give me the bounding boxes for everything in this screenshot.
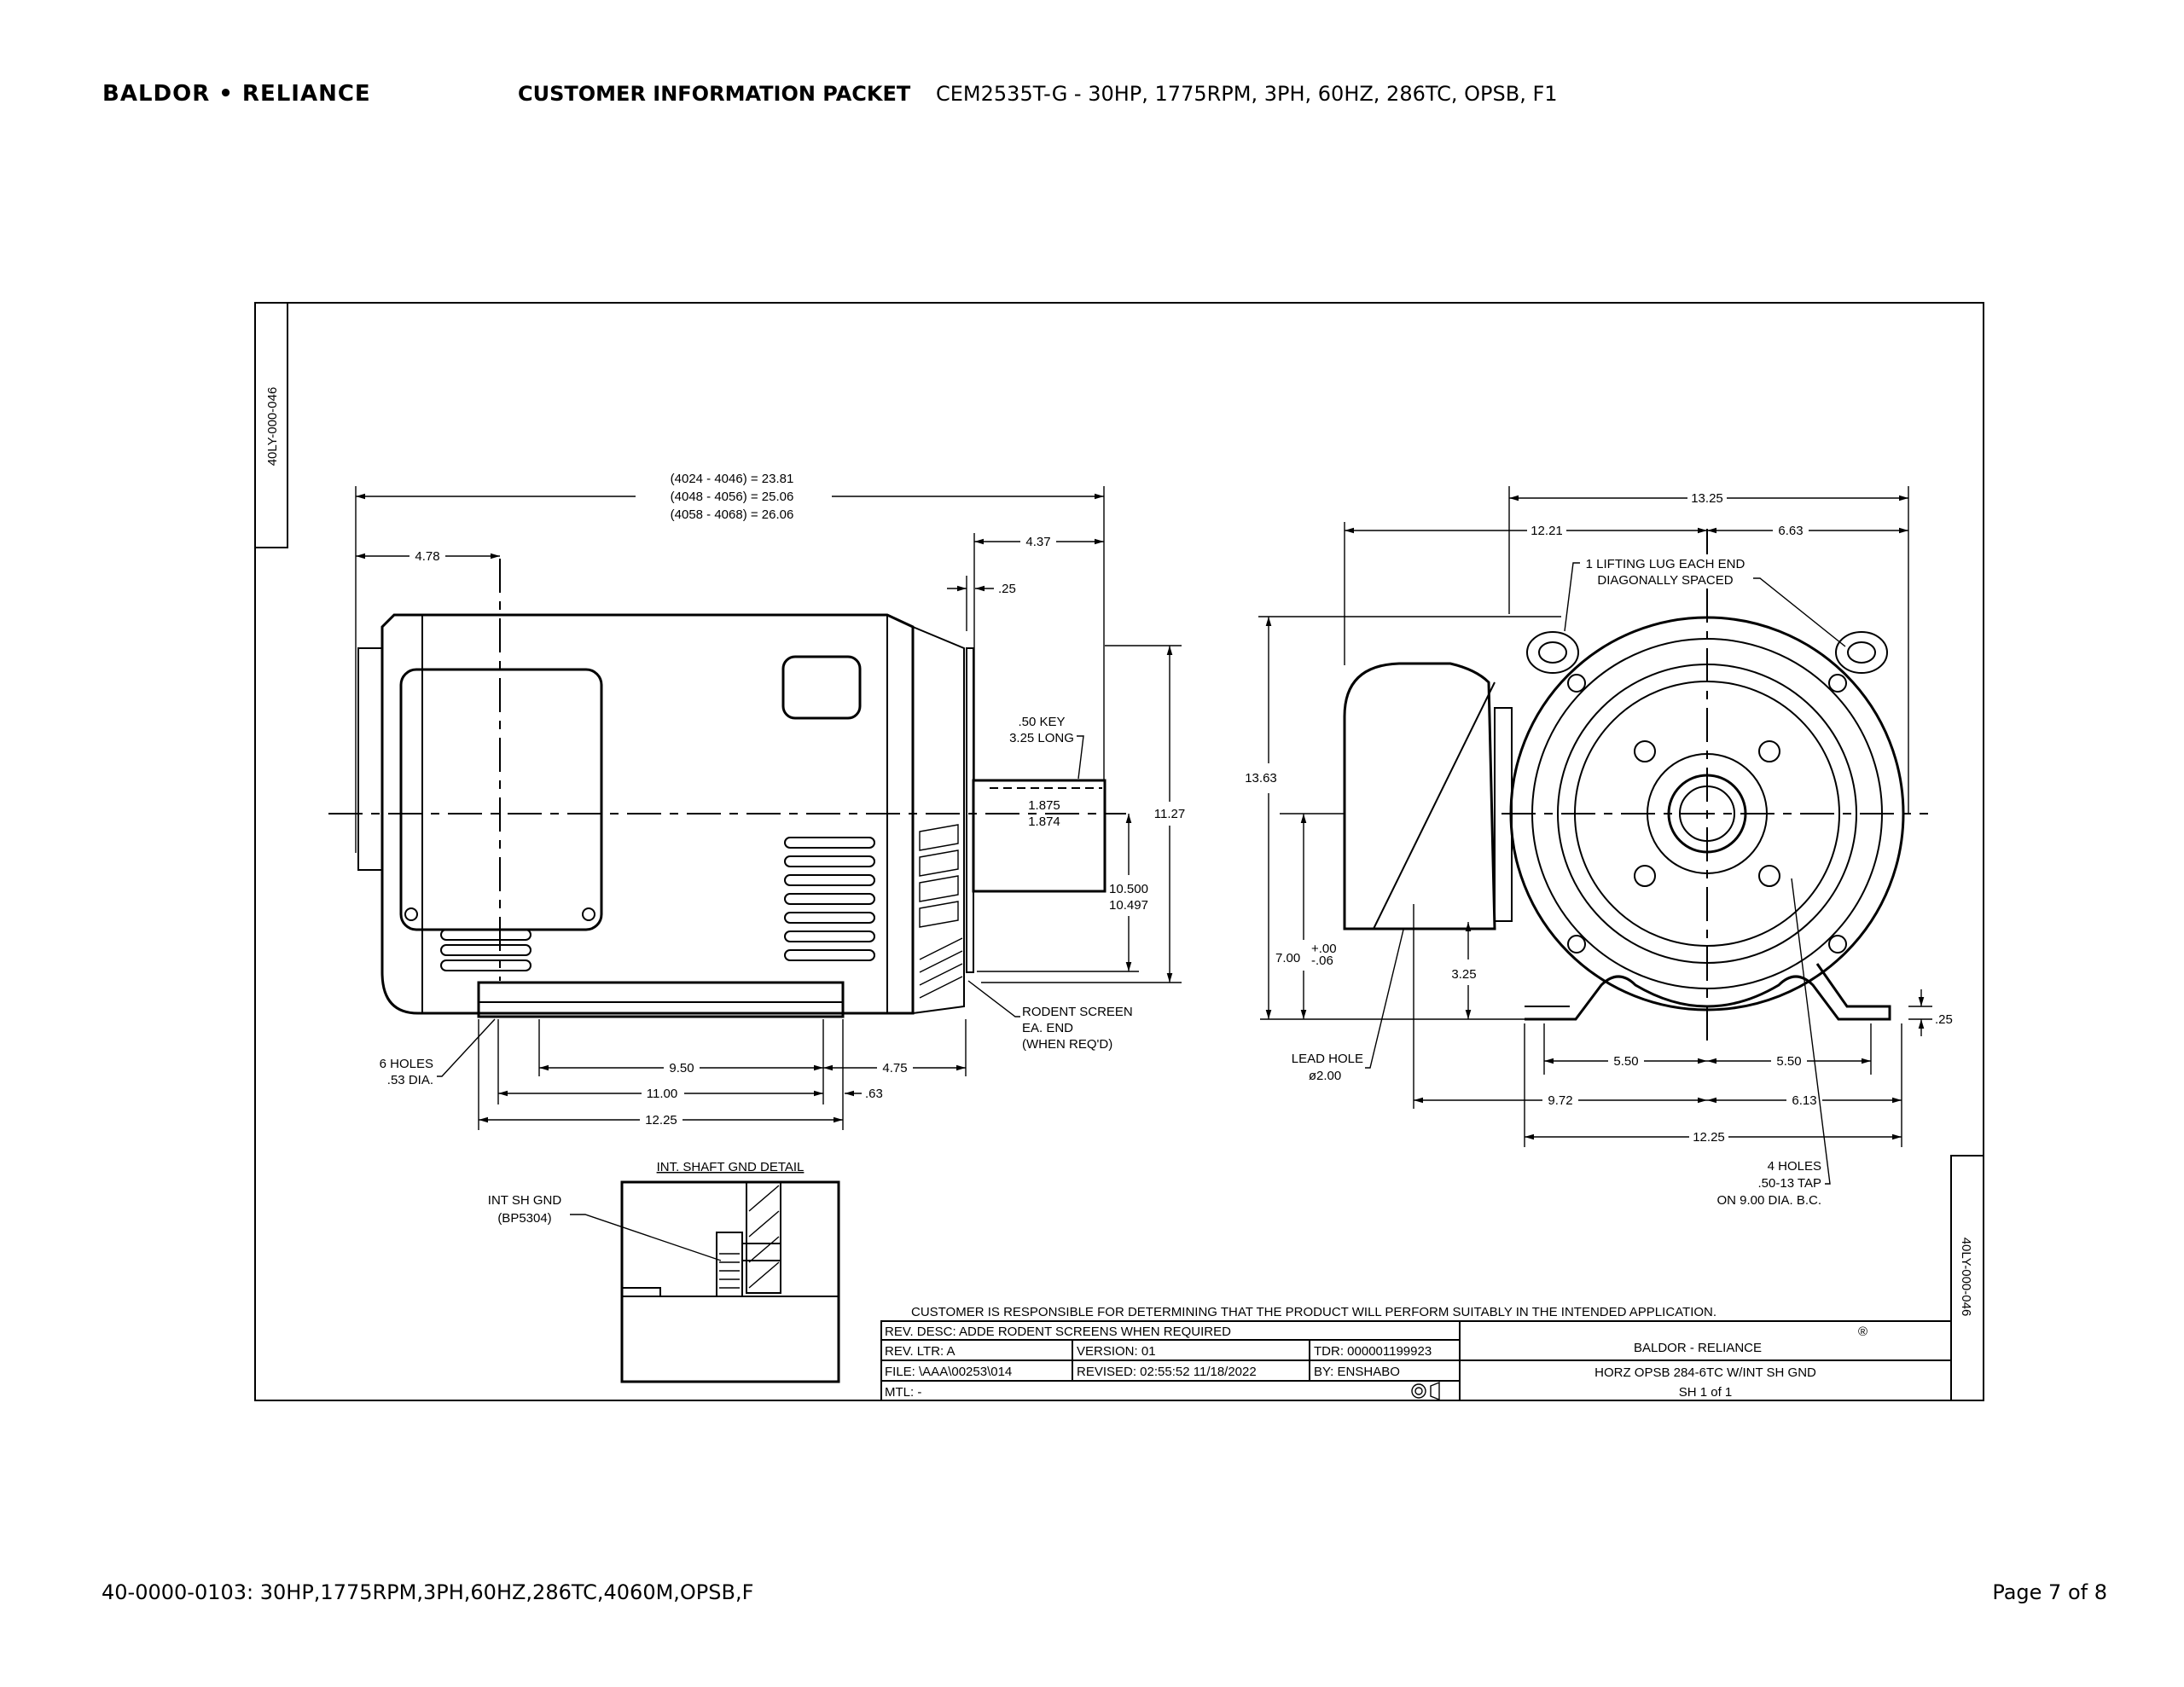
revised-date: REVISED: 02:55:52 11/18/2022: [1077, 1365, 1257, 1379]
rev-description: REV. DESC: ADDE RODENT SCREENS WHEN REQU…: [885, 1325, 1231, 1339]
int-sh-gnd-label: INT SH GND: [488, 1193, 562, 1208]
int-sh-gnd-part-number: (BP5304): [497, 1211, 551, 1226]
drawing-number-right: 40LY-000-046: [1959, 1238, 1973, 1317]
dim-7-00-tol-plus: +.00: [1311, 942, 1337, 956]
drawing-number-tab-right: [1950, 1155, 1984, 1401]
motor-end-view: [1343, 529, 1928, 1041]
dim-11-27: 11.27: [1154, 807, 1185, 821]
key-length: 3.25 LONG: [1009, 731, 1074, 745]
dim-4-37: 4.37: [1025, 535, 1050, 549]
side-view-dimensions: (4024 - 4046) = 23.81 (4048 - 4056) = 25…: [355, 472, 1185, 1130]
drawing-number-left: 40LY-000-046: [265, 387, 280, 467]
model-description: CEM2535T-G - 30HP, 1775RPM, 3PH, 60HZ, 2…: [936, 82, 1558, 106]
dim-6-13: 6.13: [1792, 1093, 1816, 1108]
registered-mark: ®: [1858, 1325, 1867, 1339]
dim-9-72: 9.72: [1548, 1093, 1572, 1108]
dim-5-50-right: 5.50: [1776, 1054, 1801, 1069]
dim-13-63: 13.63: [1245, 771, 1277, 786]
shaft-height-min: 10.497: [1109, 898, 1148, 913]
sheet-number: SH 1 of 1: [1679, 1385, 1733, 1400]
dim-6-63: 6.63: [1778, 524, 1803, 538]
key-size: .50 KEY: [1018, 715, 1065, 729]
tdr-number: TDR: 000001199923: [1314, 1344, 1432, 1359]
dim-13-25: 13.25: [1691, 491, 1723, 506]
dim-12-25-side: 12.25: [645, 1113, 677, 1128]
overall-length-1: (4024 - 4046) = 23.81: [671, 472, 794, 486]
detail-title: INT. SHAFT GND DETAIL: [657, 1160, 804, 1174]
lifting-lug-note-2: DIAGONALLY SPACED: [1597, 573, 1733, 588]
overall-length-2: (4048 - 4056) = 25.06: [671, 490, 794, 504]
dim-4-78: 4.78: [415, 549, 439, 564]
dim-3-25: 3.25: [1451, 967, 1476, 982]
title-block-company: BALDOR - RELIANCE: [1634, 1341, 1762, 1355]
dim-11-00: 11.00: [647, 1087, 677, 1101]
lead-hole-diameter: ø2.00: [1309, 1069, 1341, 1083]
shaft-ground-detail: INT. SHAFT GND DETAIL INT SH GND (BP5304…: [488, 1160, 840, 1383]
dim-0-25: .25: [998, 582, 1016, 596]
motor-side-view: [328, 559, 1126, 1018]
projection-symbol-icon: [1411, 1381, 1440, 1401]
drawing-description: HORZ OPSB 284-6TC W/INT SH GND: [1594, 1365, 1816, 1380]
version: VERSION: 01: [1077, 1344, 1156, 1359]
shaft-diameter-max: 1.875: [1028, 798, 1060, 813]
mounting-holes-count: 6 HOLES: [380, 1057, 433, 1071]
overall-length-3: (4058 - 4068) = 26.06: [671, 507, 794, 522]
dim-7-00-value: 7.00: [1275, 951, 1300, 965]
tap-holes-bolt-circle: ON 9.00 DIA. B.C.: [1716, 1193, 1821, 1208]
dim-12-21: 12.21: [1531, 524, 1563, 538]
drawn-by: BY: ENSHABO: [1314, 1365, 1400, 1379]
packet-title: CUSTOMER INFORMATION PACKET: [518, 82, 911, 106]
end-view-dimensions: 13.25 12.21 6.63 1 LIFTING LUG EACH END …: [1245, 486, 1953, 1208]
rodent-screen-note-3: (WHEN REQ'D): [1022, 1037, 1112, 1052]
shaft-height-max: 10.500: [1109, 882, 1148, 896]
dim-9-50: 9.50: [669, 1061, 694, 1075]
shaft-diameter-min: 1.874: [1028, 815, 1060, 829]
dim-5-50-left: 5.50: [1613, 1054, 1638, 1069]
dim-12-25-end: 12.25: [1693, 1130, 1725, 1145]
tap-holes-count: 4 HOLES: [1768, 1159, 1821, 1174]
dim-0-63: .63: [865, 1087, 883, 1101]
lifting-lug-note-1: 1 LIFTING LUG EACH END: [1586, 557, 1745, 571]
brand-logo: BALDOR • RELIANCE: [102, 81, 371, 107]
rev-letter: REV. LTR: A: [885, 1344, 956, 1359]
lead-hole-label: LEAD HOLE: [1292, 1052, 1363, 1066]
footer-spec: 40-0000-0103: 30HP,1775RPM,3PH,60HZ,286T…: [102, 1580, 753, 1604]
drawing-number-tab-left: [254, 302, 288, 548]
dim-7-00: 7.00: [1275, 951, 1300, 965]
drawing-frame: [254, 302, 1984, 1401]
dim-7-00-tol-minus: -.06: [1311, 954, 1333, 968]
disclaimer: CUSTOMER IS RESPONSIBLE FOR DETERMINING …: [911, 1305, 1716, 1319]
material: MTL: -: [885, 1385, 921, 1400]
title-block: CUSTOMER IS RESPONSIBLE FOR DETERMINING …: [880, 1305, 1952, 1401]
mounting-holes-dia: .53 DIA.: [387, 1073, 433, 1087]
page-number: Page 7 of 8: [1992, 1580, 2107, 1604]
rodent-screen-note-2: EA. END: [1022, 1021, 1073, 1035]
rodent-screen-note-1: RODENT SCREEN: [1022, 1005, 1133, 1019]
dim-0-25-end: .25: [1935, 1012, 1953, 1027]
dim-4-75: 4.75: [882, 1061, 907, 1075]
tap-holes-size: .50-13 TAP: [1758, 1176, 1822, 1191]
file-path: FILE: \AAA\00253\014: [885, 1365, 1012, 1379]
